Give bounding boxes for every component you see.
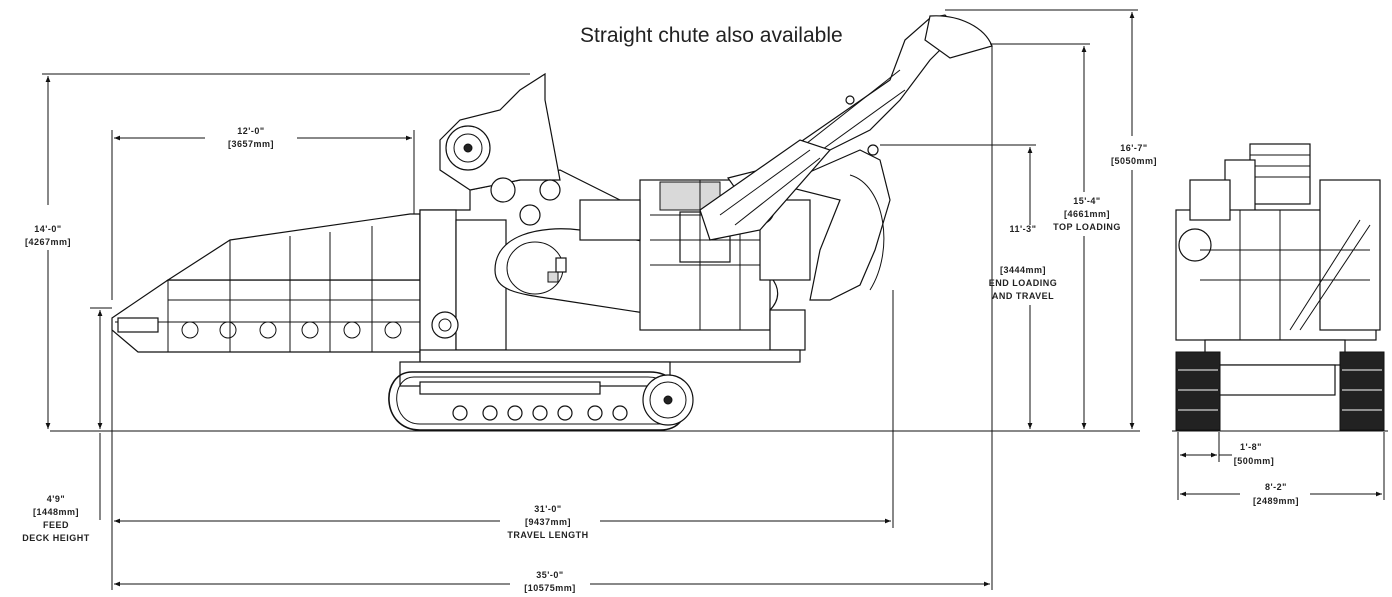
dim-hopper-length-metric: [3657mm] (228, 139, 274, 149)
loader-arm (699, 14, 993, 301)
dim-hopper-length-imperial: 12'-0" (237, 126, 264, 136)
dim-feed-deck-metric: [1448mm] (33, 507, 79, 517)
dim-top-loading-metric: [4661mm] (1064, 209, 1110, 219)
dim-travel-length-label: TRAVEL LENGTH (507, 530, 588, 540)
dim-end-loading-imperial: 11'-3" (1010, 224, 1037, 234)
caption-text: Straight chute also available (580, 24, 843, 47)
dim-overall-height-metric: [4267mm] (25, 237, 71, 247)
dim-overall-height-imperial: 14'-0" (34, 224, 61, 234)
dim-track-width-metric: [500mm] (1234, 456, 1275, 466)
dim-feed-deck-label-2: DECK HEIGHT (22, 533, 90, 543)
dim-overall-length-metric: [10575mm] (524, 583, 576, 593)
mill-housing (419, 72, 641, 361)
dim-end-loading-label-2: AND TRAVEL (992, 291, 1054, 301)
dim-travel-length-imperial: 31'-0" (534, 504, 561, 514)
dim-overall-width: 8'-2" [2489mm] (1180, 432, 1385, 506)
dim-track-width-imperial: 1'-8" (1240, 442, 1262, 452)
dim-overall-length-imperial: 35'-0" (536, 570, 563, 580)
dim-overall-length: 35'-0" [10575mm] (114, 46, 993, 593)
dim-top-loading-height: 15'-4" [4661mm] TOP LOADING (990, 43, 1121, 429)
dim-travel-length-metric: [9437mm] (525, 517, 571, 527)
dim-overall-height: 14'-0" [4267mm] (25, 73, 530, 429)
dim-travel-length: 31'-0" [9437mm] TRAVEL LENGTH (111, 290, 894, 590)
front-view-machine (1175, 143, 1385, 431)
dim-end-loading-label-1: END LOADING (989, 278, 1058, 288)
dim-overall-width-metric: [2489mm] (1253, 496, 1299, 506)
dim-feed-deck-height: 4'9" [1448mm] FEED DECK HEIGHT (22, 307, 112, 543)
dim-track-width: 1'-8" [500mm] (1177, 432, 1275, 500)
dim-top-loading-imperial: 15'-4" (1073, 196, 1100, 206)
dim-end-loading-metric: [3444mm] (1000, 265, 1046, 275)
dim-end-loading-height: 11'-3" [3444mm] END LOADING AND TRAVEL (880, 144, 1058, 429)
dim-feed-deck-label-1: FEED (43, 520, 69, 530)
dim-hopper-length: 12'-0" [3657mm] (111, 126, 415, 300)
dim-overall-width-imperial: 8'-2" (1265, 482, 1287, 492)
side-view-machine (111, 14, 993, 431)
dim-feed-deck-imperial: 4'9" (47, 494, 65, 504)
dim-max-height: 16'-7" [5050mm] (945, 9, 1157, 429)
dim-max-height-imperial: 16'-7" (1120, 143, 1147, 153)
dim-top-loading-label: TOP LOADING (1053, 222, 1121, 232)
crawler-track (388, 349, 801, 431)
dim-max-height-metric: [5050mm] (1111, 156, 1157, 166)
feed-hopper (111, 213, 421, 353)
